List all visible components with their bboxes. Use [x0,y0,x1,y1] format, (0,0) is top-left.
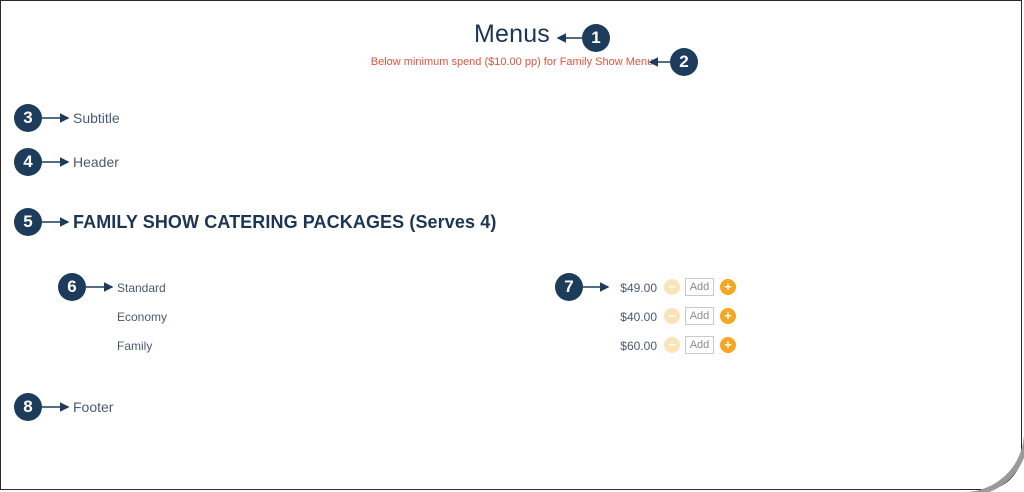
section-title: FAMILY SHOW CATERING PACKAGES (Serves 4) [73,212,497,232]
menu-item-name: Standard [117,281,166,295]
menu-item-price: $49.00 [620,281,657,295]
increase-quantity-button[interactable]: + [720,279,736,295]
quantity-input[interactable]: Add [685,307,714,325]
increase-quantity-button[interactable]: + [720,308,736,324]
callout-badge-5: 5 [14,208,42,236]
quantity-input[interactable]: Add [685,278,714,296]
callout-badge-2: 2 [670,48,698,76]
header-label: Header [73,154,119,170]
menu-item-name: Economy [117,310,168,324]
increase-quantity-button[interactable]: + [720,337,736,353]
decrease-quantity-button[interactable]: − [664,279,680,295]
callout-badge-7: 7 [555,273,583,301]
footer-label: Footer [73,399,114,415]
callout-badge-1: 1 [582,24,610,52]
callout-badge-8: 8 [14,393,42,421]
page-title: Menus [473,20,551,48]
decrease-quantity-button[interactable]: − [664,337,680,353]
minimum-spend-warning: Below minimum spend ($10.00 pp) for Fami… [370,56,654,68]
menu-item-price: $60.00 [620,339,657,353]
menu-item-name: Family [117,339,153,353]
quantity-input[interactable]: Add [685,336,714,354]
callout-badge-3: 3 [14,104,42,132]
subtitle-label: Subtitle [73,110,120,126]
menu-item-price: $40.00 [620,310,657,324]
decrease-quantity-button[interactable]: − [664,308,680,324]
callout-badge-4: 4 [14,148,42,176]
callout-badge-6: 6 [58,273,86,301]
